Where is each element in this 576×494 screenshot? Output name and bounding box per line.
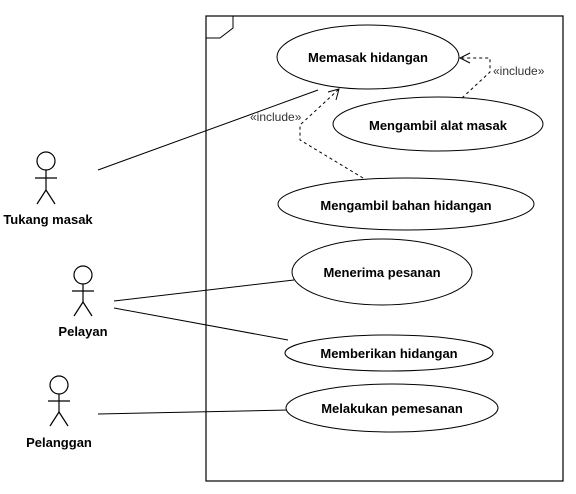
actor-icon bbox=[72, 265, 94, 317]
include-label-bahan: «include» bbox=[250, 110, 302, 124]
include-bahan-memasak bbox=[299, 88, 364, 179]
association-pelayan-menerima bbox=[113, 279, 295, 302]
actor-tukang-masak[interactable]: Tukang masak bbox=[3, 151, 93, 227]
use-case-label: Menerima pesanan bbox=[323, 265, 440, 280]
use-case-label: Mengambil alat masak bbox=[369, 118, 508, 133]
use-case-label: Memasak hidangan bbox=[308, 50, 428, 65]
actor-pelayan[interactable]: Pelayan bbox=[58, 265, 108, 339]
use-case-memasak-hidangan[interactable]: Memasak hidangan bbox=[276, 24, 460, 90]
use-case-mengambil-alat-masak[interactable]: Mengambil alat masak bbox=[332, 96, 544, 152]
use-case-label: Melakukan pemesanan bbox=[321, 401, 463, 416]
actor-icon bbox=[35, 151, 57, 205]
actor-pelanggan[interactable]: Pelanggan bbox=[26, 375, 92, 450]
use-case-memberikan-hidangan[interactable]: Memberikan hidangan bbox=[284, 334, 494, 372]
use-case-mengambil-bahan-hidangan[interactable]: Mengambil bahan hidangan bbox=[277, 177, 535, 231]
include-alat-memasak bbox=[458, 52, 491, 99]
actor-icon bbox=[48, 375, 70, 427]
actor-label: Pelanggan bbox=[26, 435, 92, 450]
actor-label: Tukang masak bbox=[3, 212, 93, 227]
use-case-label: Memberikan hidangan bbox=[320, 346, 457, 361]
use-case-melakukan-pemesanan[interactable]: Melakukan pemesanan bbox=[285, 383, 499, 433]
association-pelanggan-melakukan bbox=[97, 409, 289, 415]
use-case-menerima-pesanan[interactable]: Menerima pesanan bbox=[291, 238, 473, 306]
association-pelayan-memberikan bbox=[113, 307, 289, 341]
actor-label: Pelayan bbox=[58, 324, 107, 339]
include-label-alat: «include» bbox=[493, 64, 545, 78]
use-case-label: Mengambil bahan hidangan bbox=[320, 198, 491, 213]
association-tukang-memasak bbox=[97, 89, 319, 171]
